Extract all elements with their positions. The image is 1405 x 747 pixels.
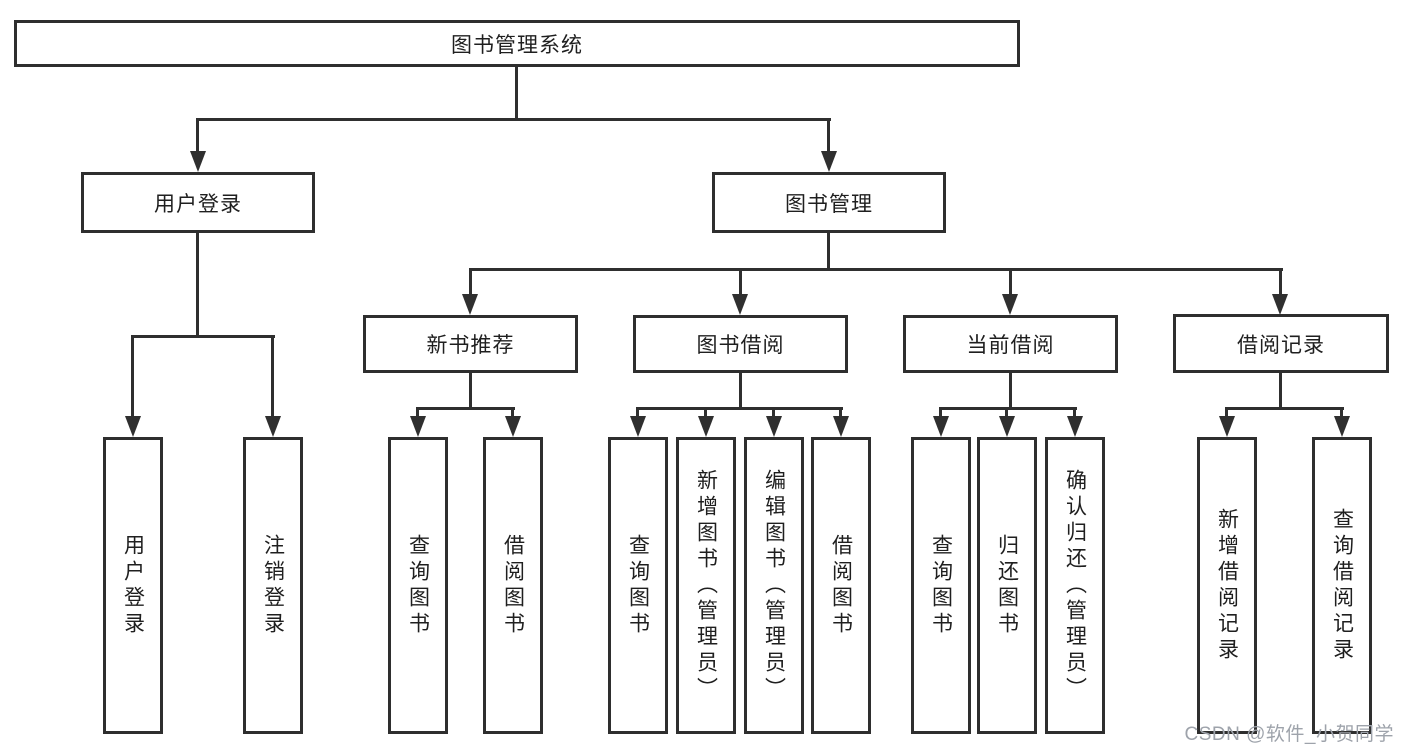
arrow-down <box>833 416 849 437</box>
arrow-down <box>766 416 782 437</box>
arrow-down <box>505 416 521 437</box>
arrow-down <box>1219 416 1235 437</box>
line-segment <box>469 268 1283 271</box>
node-new-book-recommend: 新书推荐 <box>363 315 578 373</box>
line-segment <box>469 268 472 296</box>
node-query-books-recommend: 查询图书 <box>388 437 448 734</box>
node-borrow-books: 借阅图书 <box>811 437 871 734</box>
watermark: CSDN @软件_小贺同学 <box>1184 724 1394 745</box>
line-segment <box>939 407 942 417</box>
arrow-down <box>265 416 281 437</box>
node-return-books: 归还图书 <box>977 437 1037 734</box>
node-borrow-books-recommend: 借阅图书 <box>483 437 543 734</box>
arrow-down <box>999 416 1015 437</box>
line-segment <box>196 118 831 121</box>
node-book-borrow: 图书借阅 <box>633 315 848 373</box>
line-segment <box>469 373 472 407</box>
arrow-down <box>1067 416 1083 437</box>
line-segment <box>827 118 830 153</box>
arrow-down <box>1334 416 1350 437</box>
node-current-borrow: 当前借阅 <box>903 315 1118 373</box>
line-segment <box>1005 407 1008 417</box>
arrow-down <box>410 416 426 437</box>
node-logout: 注销登录 <box>243 437 303 734</box>
line-segment <box>636 407 843 410</box>
line-segment <box>772 407 775 417</box>
line-segment <box>196 232 199 335</box>
arrow-down <box>1002 294 1018 315</box>
node-add-books-admin: 新增图书（管理员） <box>676 437 736 734</box>
node-confirm-return-admin: 确认归还（管理员） <box>1045 437 1105 734</box>
arrow-down <box>821 151 837 172</box>
line-segment <box>1340 407 1343 417</box>
arrow-down <box>630 416 646 437</box>
line-segment <box>704 407 707 417</box>
arrow-down <box>1272 294 1288 315</box>
line-segment <box>1225 407 1344 410</box>
line-segment <box>1279 268 1282 296</box>
arrow-down <box>732 294 748 315</box>
line-segment <box>739 373 742 407</box>
node-book-management: 图书管理 <box>712 172 946 233</box>
line-segment <box>511 407 514 417</box>
line-segment <box>1073 407 1076 417</box>
line-segment <box>1009 373 1012 407</box>
line-segment <box>515 66 518 119</box>
line-segment <box>739 268 742 296</box>
line-segment <box>1009 268 1012 296</box>
node-user-login: 用户登录 <box>81 172 315 233</box>
node-add-borrow-record: 新增借阅记录 <box>1197 437 1257 734</box>
line-segment <box>939 407 1077 410</box>
line-segment <box>196 118 199 153</box>
line-segment <box>636 407 639 417</box>
node-borrow-records: 借阅记录 <box>1173 314 1389 373</box>
line-segment <box>131 335 275 338</box>
node-root: 图书管理系统 <box>14 20 1020 67</box>
node-query-books-current: 查询图书 <box>911 437 971 734</box>
arrow-down <box>698 416 714 437</box>
line-segment <box>839 407 842 417</box>
arrow-down <box>462 294 478 315</box>
line-segment <box>1279 373 1282 407</box>
arrow-down <box>125 416 141 437</box>
node-edit-books-admin: 编辑图书（管理员） <box>744 437 804 734</box>
line-segment <box>1225 407 1228 417</box>
line-segment <box>827 232 830 268</box>
arrow-down <box>933 416 949 437</box>
arrow-down <box>190 151 206 172</box>
line-segment <box>271 335 274 417</box>
node-query-borrow-record: 查询借阅记录 <box>1312 437 1372 734</box>
line-segment <box>131 335 134 417</box>
line-segment <box>416 407 419 417</box>
node-query-books-borrow: 查询图书 <box>608 437 668 734</box>
node-user-login-leaf: 用户登录 <box>103 437 163 734</box>
line-segment <box>416 407 515 410</box>
